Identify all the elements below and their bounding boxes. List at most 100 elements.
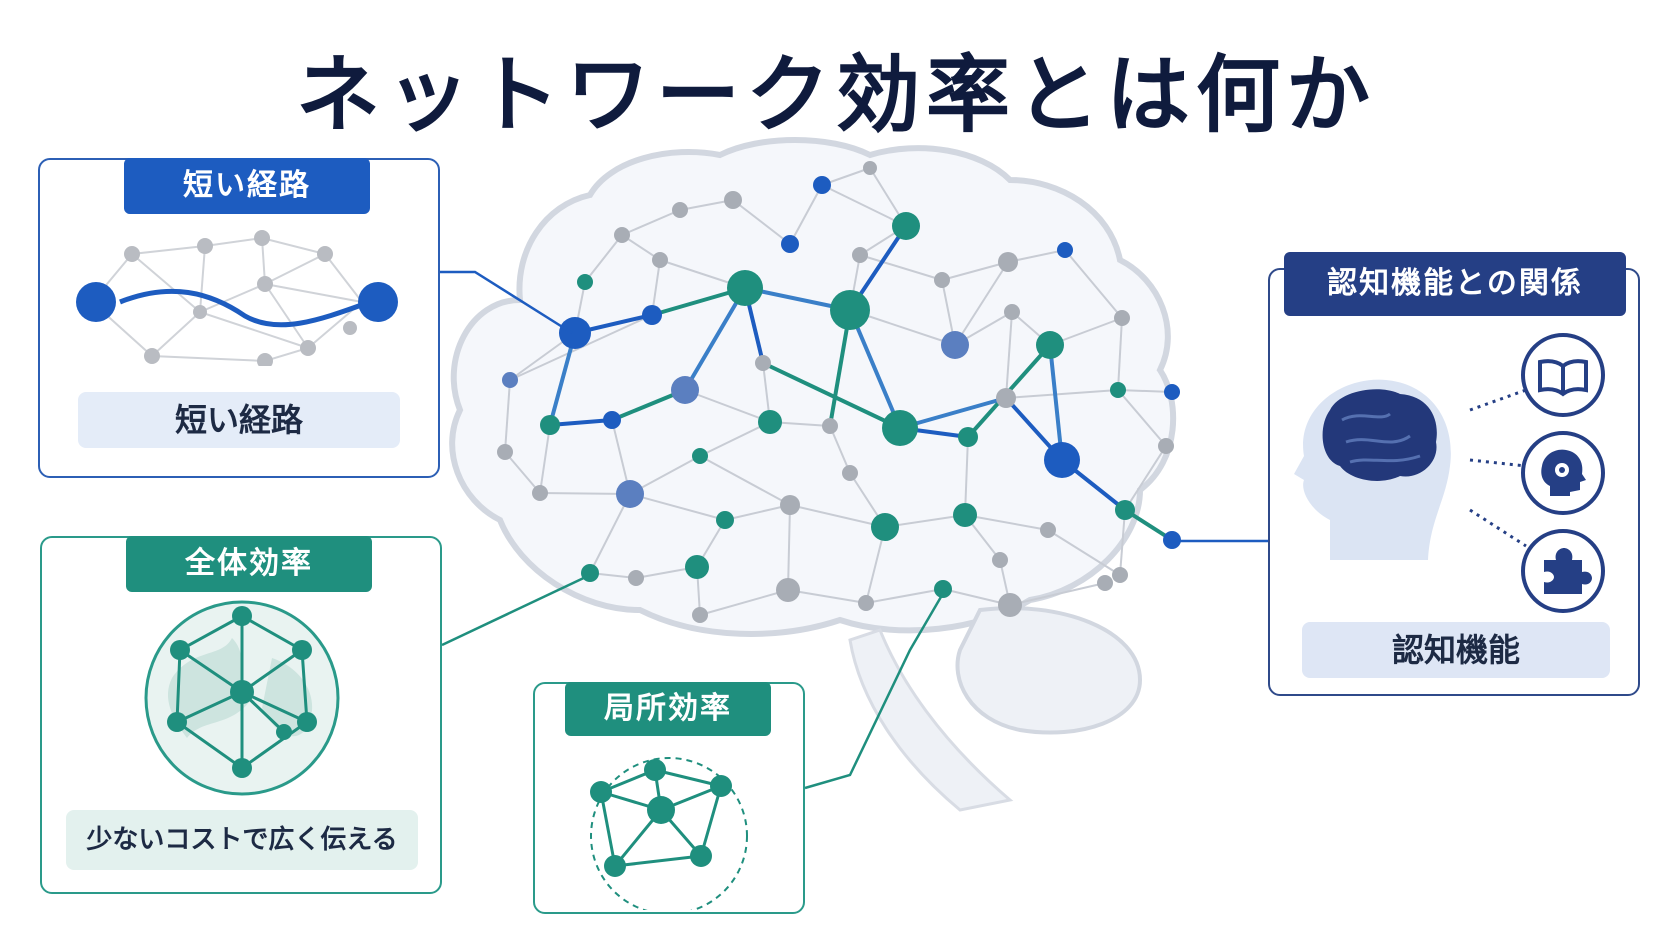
network-node (671, 376, 699, 404)
network-node (1115, 500, 1135, 520)
dots-connectors (1469, 388, 1527, 548)
network-edge (724, 504, 791, 521)
network-edge (684, 389, 771, 423)
network-node (685, 555, 709, 579)
network-node (863, 161, 877, 175)
network-edge (1117, 317, 1123, 391)
cerebellum (955, 606, 1143, 735)
network-edge (941, 261, 1009, 281)
network-node (882, 410, 918, 446)
label-short-path: 短い経路 (78, 392, 400, 448)
tag-global-efficiency: 全体効率 (126, 536, 372, 592)
network-edge (732, 199, 791, 245)
network-edge (787, 504, 791, 591)
network-node (603, 411, 621, 429)
network-node (780, 495, 800, 515)
network-node (1040, 522, 1056, 538)
network-node (1158, 438, 1174, 454)
network-edge (621, 209, 681, 236)
network-edge (504, 379, 511, 453)
network-node (858, 595, 874, 611)
network-edge (504, 451, 541, 494)
network-node (998, 252, 1018, 272)
network-node (1057, 242, 1073, 258)
page-title: ネットワーク効率とは何か (295, 46, 1376, 144)
network-edge (964, 436, 969, 516)
network-node (776, 578, 800, 602)
panel-short-path: 短い経路 短い経路 (38, 158, 440, 478)
network-node (497, 444, 513, 460)
network-edge (699, 455, 791, 506)
network-node (941, 331, 969, 359)
connector-global (441, 573, 591, 647)
globe-network-icon (144, 600, 340, 796)
network-node (852, 247, 868, 263)
network-node (892, 212, 920, 240)
network-node (559, 317, 591, 349)
network-edge (859, 254, 943, 281)
network-node (998, 593, 1022, 617)
label-global-efficiency: 少ないコストで広く伝える (66, 810, 418, 870)
network-edge-strong (899, 396, 1007, 430)
book-icon (1521, 333, 1605, 417)
label-cognition: 認知機能 (1302, 622, 1610, 678)
network-node (692, 448, 708, 464)
network-edge (789, 184, 823, 245)
network-edge (629, 493, 726, 521)
head-brain-icon (1294, 379, 1451, 560)
network-edge (787, 589, 867, 604)
network-node (652, 252, 668, 268)
network-node (1036, 331, 1064, 359)
network-edge-strong (1048, 344, 1064, 461)
network-edge (539, 424, 551, 494)
network-edge (1009, 582, 1106, 606)
network-node (628, 570, 644, 586)
tag-short-path: 短い経路 (124, 158, 370, 214)
network-node (1097, 575, 1113, 591)
network-node (1044, 442, 1080, 478)
tag-local-efficiency: 局所効率 (565, 682, 771, 736)
network-node (842, 465, 858, 481)
network-edge (1047, 529, 1121, 576)
network-node (830, 290, 870, 330)
network-edge (865, 588, 944, 604)
network-edge (539, 492, 631, 495)
network-edge (821, 184, 907, 227)
network-edge (1064, 249, 1123, 319)
network-edge (699, 589, 789, 616)
network-node (532, 485, 548, 501)
network-node (672, 202, 688, 218)
network-edge (1124, 445, 1167, 511)
network-node (614, 227, 630, 243)
network-node (502, 372, 518, 388)
network-node (934, 580, 952, 598)
brainstem (848, 628, 1014, 812)
panel-cognition: 認知機能との関係 認知機能 (1268, 252, 1640, 696)
network-edge (954, 261, 1009, 346)
short-path-illustration (76, 230, 398, 366)
network-node (781, 235, 799, 253)
local-cluster-icon (590, 757, 748, 910)
network-edge-strong (848, 309, 902, 429)
network-edge (584, 234, 623, 283)
network-edge (1005, 389, 1119, 399)
connector-short-path (440, 270, 573, 335)
network-node (1112, 567, 1128, 583)
network-node (1114, 310, 1130, 326)
connector-local (804, 589, 947, 790)
network-edge-strong (683, 286, 747, 392)
network-edge (1119, 509, 1126, 576)
network-edge (1005, 311, 1013, 399)
network-node (1004, 304, 1020, 320)
network-node (871, 513, 899, 541)
network-edge (699, 421, 771, 457)
network-edge-strong (762, 361, 901, 430)
head-gear-icon (1521, 431, 1605, 515)
network-node (996, 388, 1016, 408)
network-node (958, 427, 978, 447)
network-node (953, 503, 977, 527)
network-node (1164, 384, 1180, 400)
network-node (992, 552, 1008, 568)
